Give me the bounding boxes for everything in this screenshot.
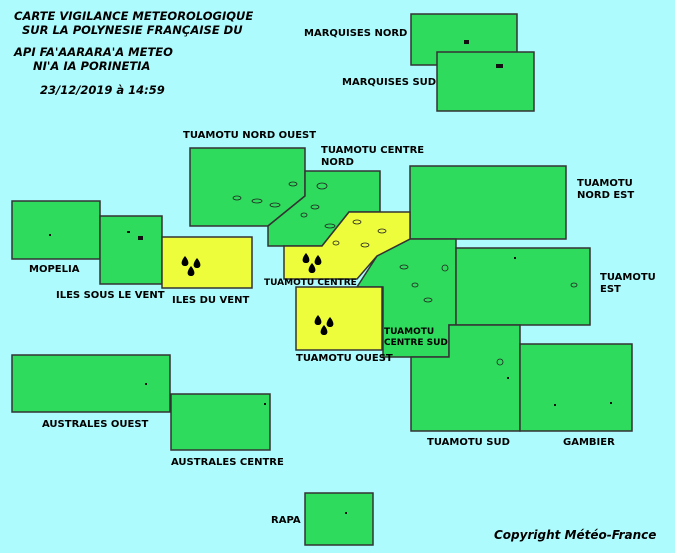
island-outlines — [232, 181, 578, 366]
label-tuamotu-centre: TUAMOTU CENTRE — [264, 278, 357, 288]
zone-rapa[interactable] — [304, 492, 374, 546]
label-iles-sous-le-vent: ILES SOUS LE VENT — [56, 290, 165, 301]
label-tuamotu-centre-nord-2: NORD — [321, 157, 354, 168]
label-tuamotu-est-1: TUAMOTU — [600, 272, 656, 283]
label-mopelia: MOPELIA — [29, 264, 80, 275]
header-datetime: 23/12/2019 à 14:59 — [40, 83, 165, 97]
rain-drop-icon — [320, 325, 328, 335]
label-iles-du-vent: ILES DU VENT — [172, 295, 250, 306]
header-line-4: NI'A IA PORINETIA — [33, 59, 151, 73]
label-australes-ouest: AUSTRALES OUEST — [42, 419, 149, 430]
label-marquises-nord: MARQUISES NORD — [304, 28, 408, 39]
rain-drop-icon — [187, 266, 195, 276]
rain-drop-icon — [193, 258, 201, 268]
zone-gambier[interactable] — [519, 343, 633, 432]
zone-tuamotu-est[interactable] — [455, 247, 591, 326]
label-tuamotu-nord-ouest: TUAMOTU NORD OUEST — [183, 130, 317, 141]
label-marquises-sud: MARQUISES SUD — [342, 77, 437, 88]
label-tuamotu-ouest: TUAMOTU OUEST — [296, 353, 393, 364]
label-tuamotu-centre-sud-1: TUAMOTU — [384, 327, 435, 337]
rain-drop-icon — [314, 315, 322, 325]
label-tuamotu-sud: TUAMOTU SUD — [427, 437, 510, 448]
copyright-text: Copyright Météo-France — [494, 528, 657, 542]
label-gambier: GAMBIER — [563, 437, 615, 448]
header-line-3: API FA'AARARA'A METEO — [14, 45, 173, 59]
label-tuamotu-centre-nord-1: TUAMOTU CENTRE — [321, 145, 425, 156]
label-tuamotu-nord-est-2: NORD EST — [577, 190, 635, 201]
zone-marquises-sud[interactable] — [436, 51, 535, 112]
zone-tuamotu-ouest[interactable] — [295, 286, 383, 351]
zone-iles-du-vent[interactable] — [161, 236, 253, 289]
rain-drop-icon — [302, 253, 310, 263]
zone-mopelia[interactable] — [11, 200, 101, 260]
rain-drop-icon — [181, 256, 189, 266]
label-tuamotu-nord-est-1: TUAMOTU — [577, 178, 633, 189]
rain-hazard-icons — [181, 253, 334, 335]
label-australes-centre: AUSTRALES CENTRE — [171, 457, 284, 468]
label-tuamotu-centre-sud-2: CENTRE SUD — [384, 338, 448, 348]
zone-tuamotu-nord-est[interactable] — [409, 165, 567, 240]
header-line-2: SUR LA POLYNESIE FRANÇAISE DU — [22, 23, 243, 37]
rain-drop-icon — [326, 317, 334, 327]
zone-australes-centre[interactable] — [170, 393, 271, 451]
island-dots — [49, 40, 612, 514]
label-tuamotu-est-2: EST — [600, 284, 621, 295]
zone-australes-ouest[interactable] — [11, 354, 171, 413]
label-rapa: RAPA — [271, 515, 301, 526]
zone-iles-sous-le-vent[interactable] — [99, 215, 163, 285]
rain-drop-icon — [308, 263, 316, 273]
rain-drop-icon — [314, 255, 322, 265]
zone-tuamotu-sud[interactable] — [410, 324, 521, 432]
header-line-1: CARTE VIGILANCE METEOROLOGIQUE — [14, 9, 254, 23]
